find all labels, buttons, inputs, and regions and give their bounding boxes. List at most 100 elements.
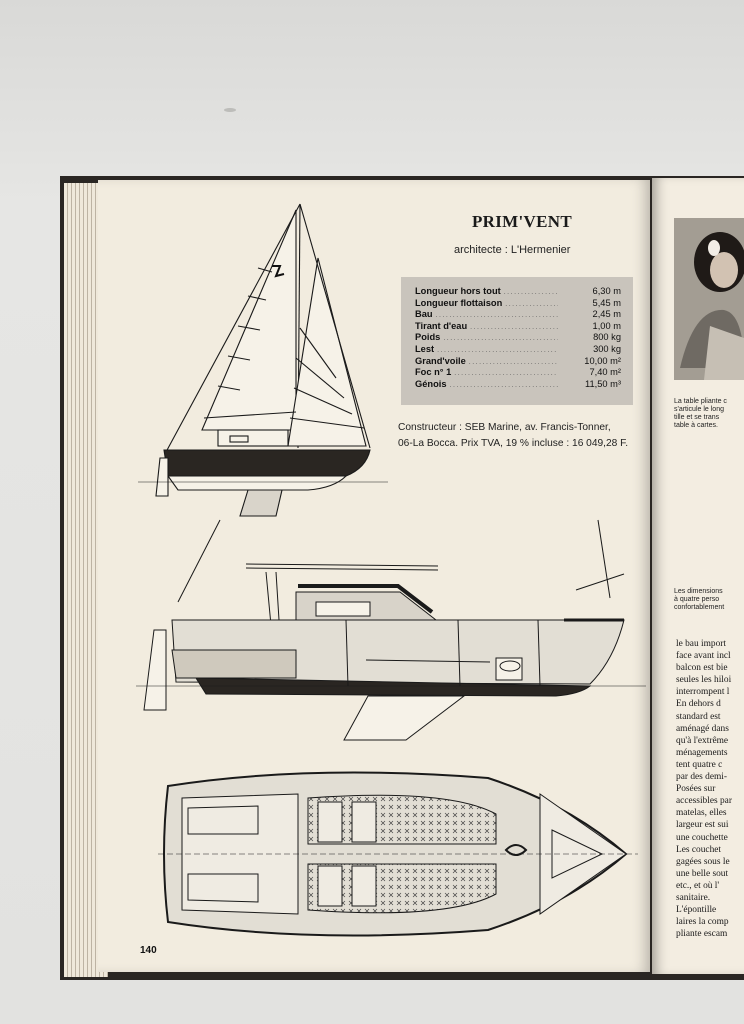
- deck-plan-drawing: [158, 771, 638, 937]
- body-line: interrompent l: [676, 687, 730, 698]
- body-line: Les couchet: [676, 844, 722, 855]
- body-line: seules les hiloi: [676, 675, 732, 686]
- spec-value: 1,00 m: [561, 321, 621, 331]
- spec-number: 7,40: [589, 367, 608, 378]
- spec-row: Poids 800 kg: [415, 332, 621, 344]
- body-line: En dehors d: [676, 699, 721, 710]
- body-line: L'épontille: [676, 905, 717, 916]
- spec-row: Foc n° 1 7,40 m²: [415, 367, 621, 379]
- spec-value: 6,30 m: [561, 286, 621, 296]
- spec-leader-dots: [450, 382, 558, 389]
- spec-unit: m: [613, 320, 621, 331]
- spec-label: Longueur flottaison: [415, 297, 503, 308]
- page-number: 140: [140, 945, 157, 956]
- spec-unit: m²: [610, 355, 621, 366]
- caption-line: La table pliante c: [674, 398, 727, 405]
- spec-leader-dots: [504, 289, 558, 296]
- spec-value: 11,50 m³: [561, 379, 621, 389]
- spec-number: 10,00: [584, 355, 608, 366]
- spec-row: Génois 11,50 m³: [415, 379, 621, 391]
- photo-caption: La table pliante c s'articule le long ti…: [674, 398, 744, 430]
- body-line: pliante escam: [676, 929, 728, 940]
- spec-label: Poids: [415, 332, 441, 343]
- body-line: accessibles par: [676, 796, 732, 807]
- spec-unit: kg: [611, 343, 621, 354]
- spec-row: Tirant d'eau 1,00 m: [415, 321, 621, 333]
- spec-label: Grand'voile: [415, 355, 466, 366]
- spec-leader-dots: [436, 312, 558, 319]
- caption-line: s'articule le long: [674, 406, 724, 413]
- spec-unit: kg: [611, 332, 621, 343]
- body-line: laires la comp: [676, 917, 729, 928]
- spec-label: Tirant d'eau: [415, 320, 468, 331]
- spec-leader-dots: [469, 359, 558, 366]
- architect-line: architecte : L'Hermenier: [454, 244, 571, 256]
- spec-number: 5,45: [592, 297, 611, 308]
- body-line: ménagements: [676, 747, 728, 758]
- constructor-info: Constructeur : SEB Marine, av. Francis-T…: [398, 420, 646, 452]
- spec-leader-dots: [443, 335, 558, 342]
- photo-woman-at-table: [674, 218, 744, 380]
- spec-value: 300 kg: [561, 344, 621, 354]
- spec-unit: m²: [610, 367, 621, 378]
- spec-unit: m: [613, 309, 621, 320]
- constructor-line: 06-La Bocca. Prix TVA, 19 % incluse : 16…: [398, 438, 629, 449]
- body-line: matelas, elles: [676, 808, 727, 819]
- interior-profile-drawing: [136, 519, 646, 741]
- spec-value: 800 kg: [561, 332, 621, 342]
- body-line: largeur est sui: [676, 820, 729, 831]
- spec-unit: m: [613, 297, 621, 308]
- photo-illustration: [674, 218, 744, 380]
- body-line: une belle sout: [676, 868, 729, 879]
- body-line: standard est: [676, 711, 721, 722]
- spec-row: Longueur hors tout 6,30 m: [415, 286, 621, 298]
- spec-leader-dots: [505, 301, 558, 308]
- body-line: balcon est bie: [676, 663, 728, 674]
- spec-value: 2,45 m: [561, 309, 621, 319]
- left-page: PRIM'VENT architecte : L'Hermenier Longu…: [98, 180, 650, 972]
- spec-row: Lest300 kg: [415, 344, 621, 356]
- body-line: Posées sur: [676, 784, 716, 795]
- body-line: qu'à l'extrême: [676, 735, 729, 746]
- spec-value: 7,40 m²: [561, 367, 621, 377]
- spec-row: Grand'voile 10,00 m²: [415, 356, 621, 368]
- spec-row: Bau 2,45 m: [415, 309, 621, 321]
- boat-title: PRIM'VENT: [472, 212, 572, 231]
- spec-value: 5,45 m: [561, 298, 621, 308]
- spec-number: 11,50: [584, 378, 608, 389]
- spec-value: 10,00 m²: [561, 356, 621, 366]
- body-line: tent quatre c: [676, 759, 723, 770]
- spec-row: Longueur flottaison 5,45 m: [415, 298, 621, 310]
- caption-line: à quatre perso: [674, 596, 720, 603]
- body-line: le bau import: [676, 639, 726, 649]
- right-page: La table pliante c s'articule le long ti…: [652, 178, 744, 974]
- caption-line: table à cartes.: [674, 422, 718, 429]
- spec-leader-dots: [454, 370, 558, 377]
- spec-label: Génois: [415, 378, 447, 389]
- caption-line: confortablement: [674, 604, 725, 611]
- spec-leader-dots: [470, 324, 558, 331]
- spec-unit: m³: [610, 378, 621, 389]
- body-line: etc., et où l': [676, 880, 720, 891]
- body-line: face avant incl: [676, 651, 731, 662]
- spec-label: Bau: [415, 309, 433, 320]
- spec-number: 800: [593, 332, 609, 343]
- caption-line: tille et se trans: [674, 414, 720, 421]
- body-line: une couchette: [676, 832, 728, 843]
- spec-number: 6,30: [592, 286, 611, 296]
- dimensions-caption: Les dimensions à quatre perso confortabl…: [674, 588, 744, 612]
- spec-number: 300: [593, 343, 609, 354]
- body-line: gagées sous le: [676, 856, 730, 867]
- spec-number: 2,45: [592, 309, 611, 320]
- caption-line: Les dimensions: [674, 588, 723, 595]
- spec-number: 1,00: [592, 320, 611, 331]
- spec-label: Foc n° 1: [415, 367, 452, 378]
- spec-unit: m: [613, 286, 621, 296]
- sail-plan-drawing: [138, 203, 388, 517]
- spec-label: Longueur hors tout: [415, 286, 501, 296]
- body-line: sanitaire.: [676, 892, 711, 903]
- body-line: par des demi-: [676, 772, 728, 783]
- body-line: aménagé dans: [676, 723, 729, 734]
